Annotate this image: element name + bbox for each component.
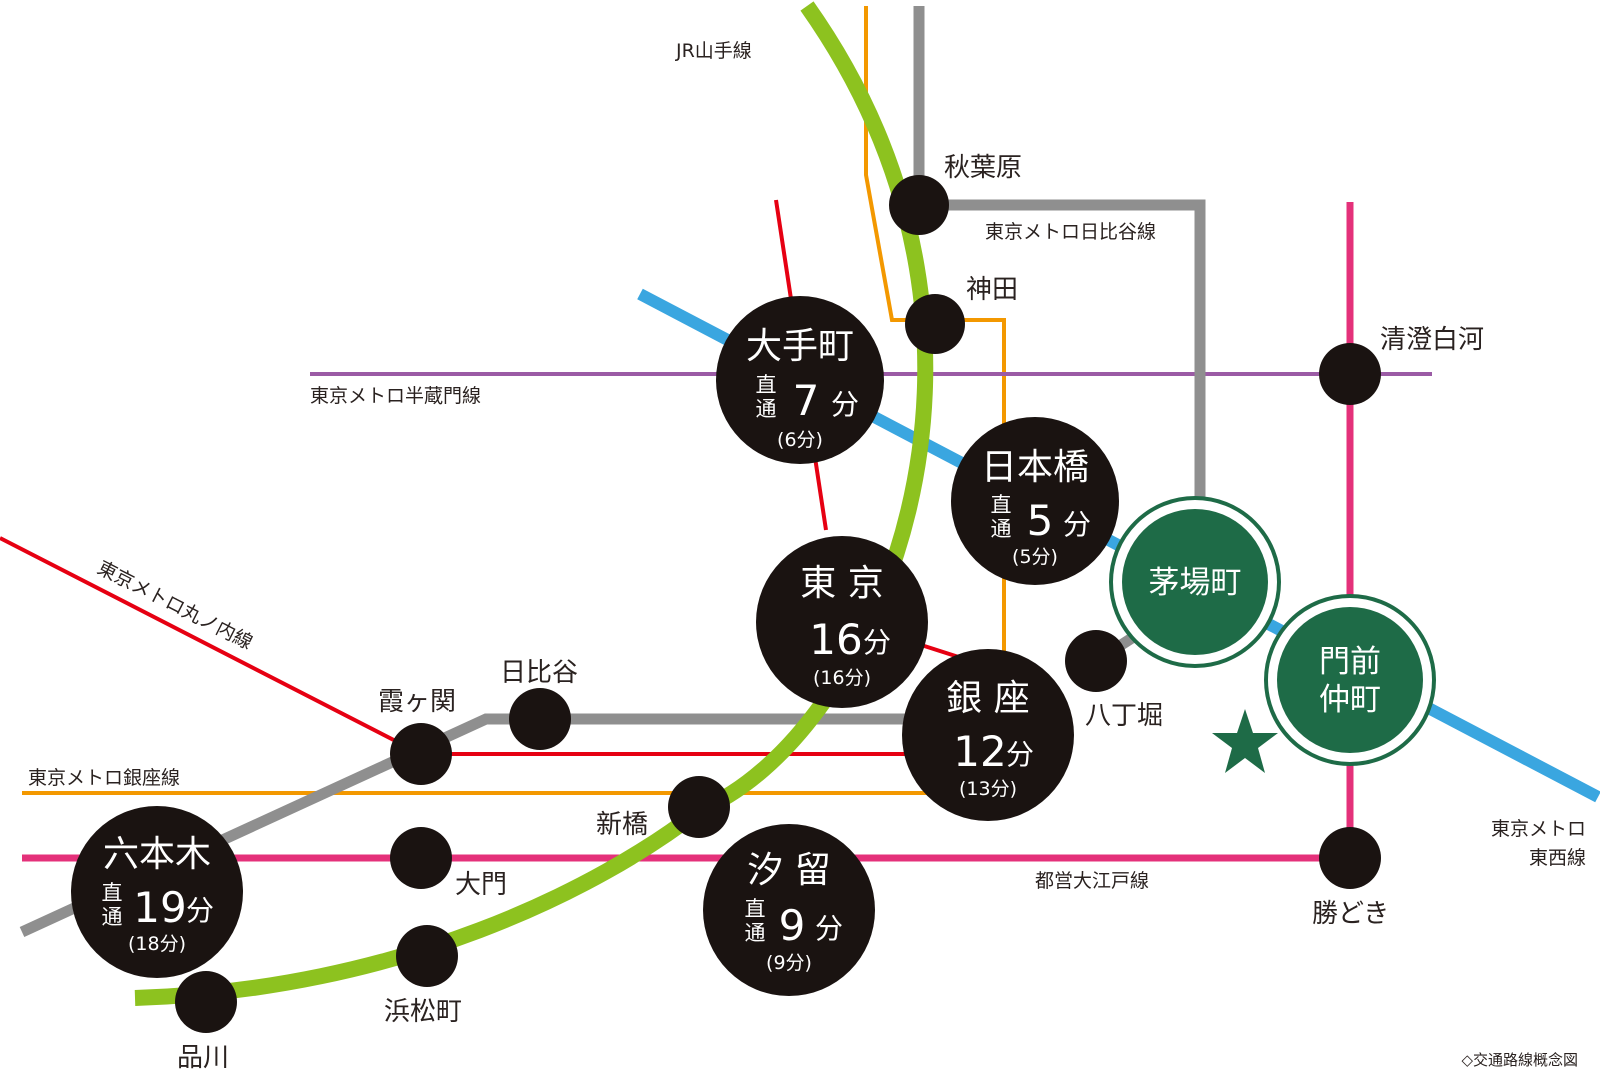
- major-station-roppongi: 六本木 直 通 19 分 (18分): [71, 806, 243, 978]
- otemachi-direct-1: 直: [756, 373, 777, 397]
- label-hibiya-line: 東京メトロ日比谷線: [985, 221, 1156, 243]
- label-ginza-line: 東京メトロ銀座線: [28, 767, 180, 789]
- otemachi-unit: 分: [831, 388, 859, 421]
- major-station-tokyo: 東 京 16 分 (16分): [756, 536, 928, 708]
- label-shinagawa: 品川: [177, 1043, 229, 1073]
- station-hibiya-dot: [509, 688, 571, 750]
- major-station-ginza: 銀 座 12 分 (13分): [902, 649, 1074, 821]
- label-oedo-line: 都営大江戸線: [1035, 870, 1149, 892]
- roppongi-name: 六本木: [103, 834, 211, 875]
- label-marunouchi-line: 東京メトロ丸ノ内線: [94, 557, 256, 654]
- label-kachidoki: 勝どき: [1312, 899, 1389, 929]
- target-station-monzen-nakacho: 門前 仲町: [1264, 594, 1436, 766]
- shiodome-direct-1: 直: [745, 897, 766, 921]
- shiodome-minutes: 9: [779, 901, 806, 950]
- shiodome-direct-2: 通: [745, 921, 766, 945]
- otemachi-minutes: 7: [793, 376, 820, 425]
- shiodome-unit: 分: [815, 912, 843, 945]
- station-shinagawa-dot: [175, 971, 237, 1033]
- station-hamamatsucho-dot: [396, 925, 458, 987]
- shiodome-name: 汐 留: [747, 850, 830, 891]
- nihonbashi-direct-1: 直: [991, 493, 1012, 517]
- label-hanzomon-line: 東京メトロ半蔵門線: [310, 385, 481, 407]
- label-tozai-line-1: 東京メトロ: [1491, 818, 1586, 840]
- roppongi-direct-2: 通: [102, 905, 123, 929]
- label-kiyosumi: 清澄白河: [1380, 325, 1484, 355]
- roppongi-unit: 分: [186, 894, 214, 927]
- major-station-otemachi: 大手町 直 通 7 分 (6分): [716, 296, 884, 464]
- label-hamamatsucho: 浜松町: [384, 997, 462, 1027]
- station-kasumigaseki-dot: [390, 723, 452, 785]
- monzen-name-1: 門前: [1319, 644, 1381, 680]
- roppongi-minutes: 19: [133, 883, 186, 932]
- label-kasumigaseki: 霞ヶ関: [378, 687, 456, 717]
- major-station-shiodome: 汐 留 直 通 9 分 (9分): [703, 824, 875, 996]
- property-star-icon: [1212, 709, 1278, 773]
- roppongi-sub: (18分): [128, 933, 186, 955]
- label-daimon: 大門: [455, 870, 507, 900]
- tokyo-minutes: 16: [809, 615, 862, 664]
- nihonbashi-direct-2: 通: [991, 517, 1012, 541]
- roppongi-direct-1: 直: [102, 881, 123, 905]
- station-daimon-dot: [390, 827, 452, 889]
- tokyo-name: 東 京: [800, 563, 883, 604]
- small-stations: [175, 175, 1381, 1033]
- monzen-name-2: 仲町: [1319, 682, 1381, 718]
- station-hatchobori-dot: [1065, 630, 1127, 692]
- otemachi-name: 大手町: [746, 326, 854, 367]
- label-shimbashi: 新橋: [596, 810, 648, 840]
- station-kanda-dot: [905, 294, 965, 354]
- label-kanda: 神田: [966, 275, 1018, 305]
- nihonbashi-name: 日本橋: [981, 447, 1089, 488]
- nihonbashi-minutes: 5: [1027, 496, 1054, 545]
- ginza-name: 銀 座: [946, 678, 1029, 719]
- station-shimbashi-dot: [668, 776, 730, 838]
- map-note: ◇交通路線概念図: [1461, 1051, 1578, 1069]
- otemachi-sub: (6分): [777, 429, 823, 451]
- ginza-unit: 分: [1006, 738, 1034, 771]
- label-yamanote-line: JR山手線: [675, 40, 752, 62]
- station-kiyosumi-dot: [1319, 343, 1381, 405]
- kayabacho-name: 茅場町: [1149, 565, 1242, 601]
- target-station-kayabacho: 茅場町: [1109, 496, 1281, 668]
- label-tozai-line-2: 東西線: [1529, 847, 1586, 869]
- tokyo-unit: 分: [863, 626, 891, 659]
- nihonbashi-unit: 分: [1063, 508, 1091, 541]
- shiodome-sub: (9分): [766, 952, 812, 974]
- label-hibiya: 日比谷: [500, 658, 578, 688]
- ginza-minutes: 12: [953, 727, 1006, 776]
- otemachi-direct-2: 通: [756, 397, 777, 421]
- station-akihabara-dot: [889, 175, 949, 235]
- label-hatchobori: 八丁堀: [1085, 701, 1163, 731]
- nihonbashi-sub: (5分): [1012, 546, 1058, 568]
- ginza-sub: (13分): [959, 778, 1017, 800]
- major-station-nihonbashi: 日本橋 直 通 5 分 (5分): [951, 417, 1119, 585]
- tokyo-sub: (16分): [813, 667, 871, 689]
- station-kachidoki-dot: [1319, 827, 1381, 889]
- label-akihabara: 秋葉原: [944, 153, 1022, 183]
